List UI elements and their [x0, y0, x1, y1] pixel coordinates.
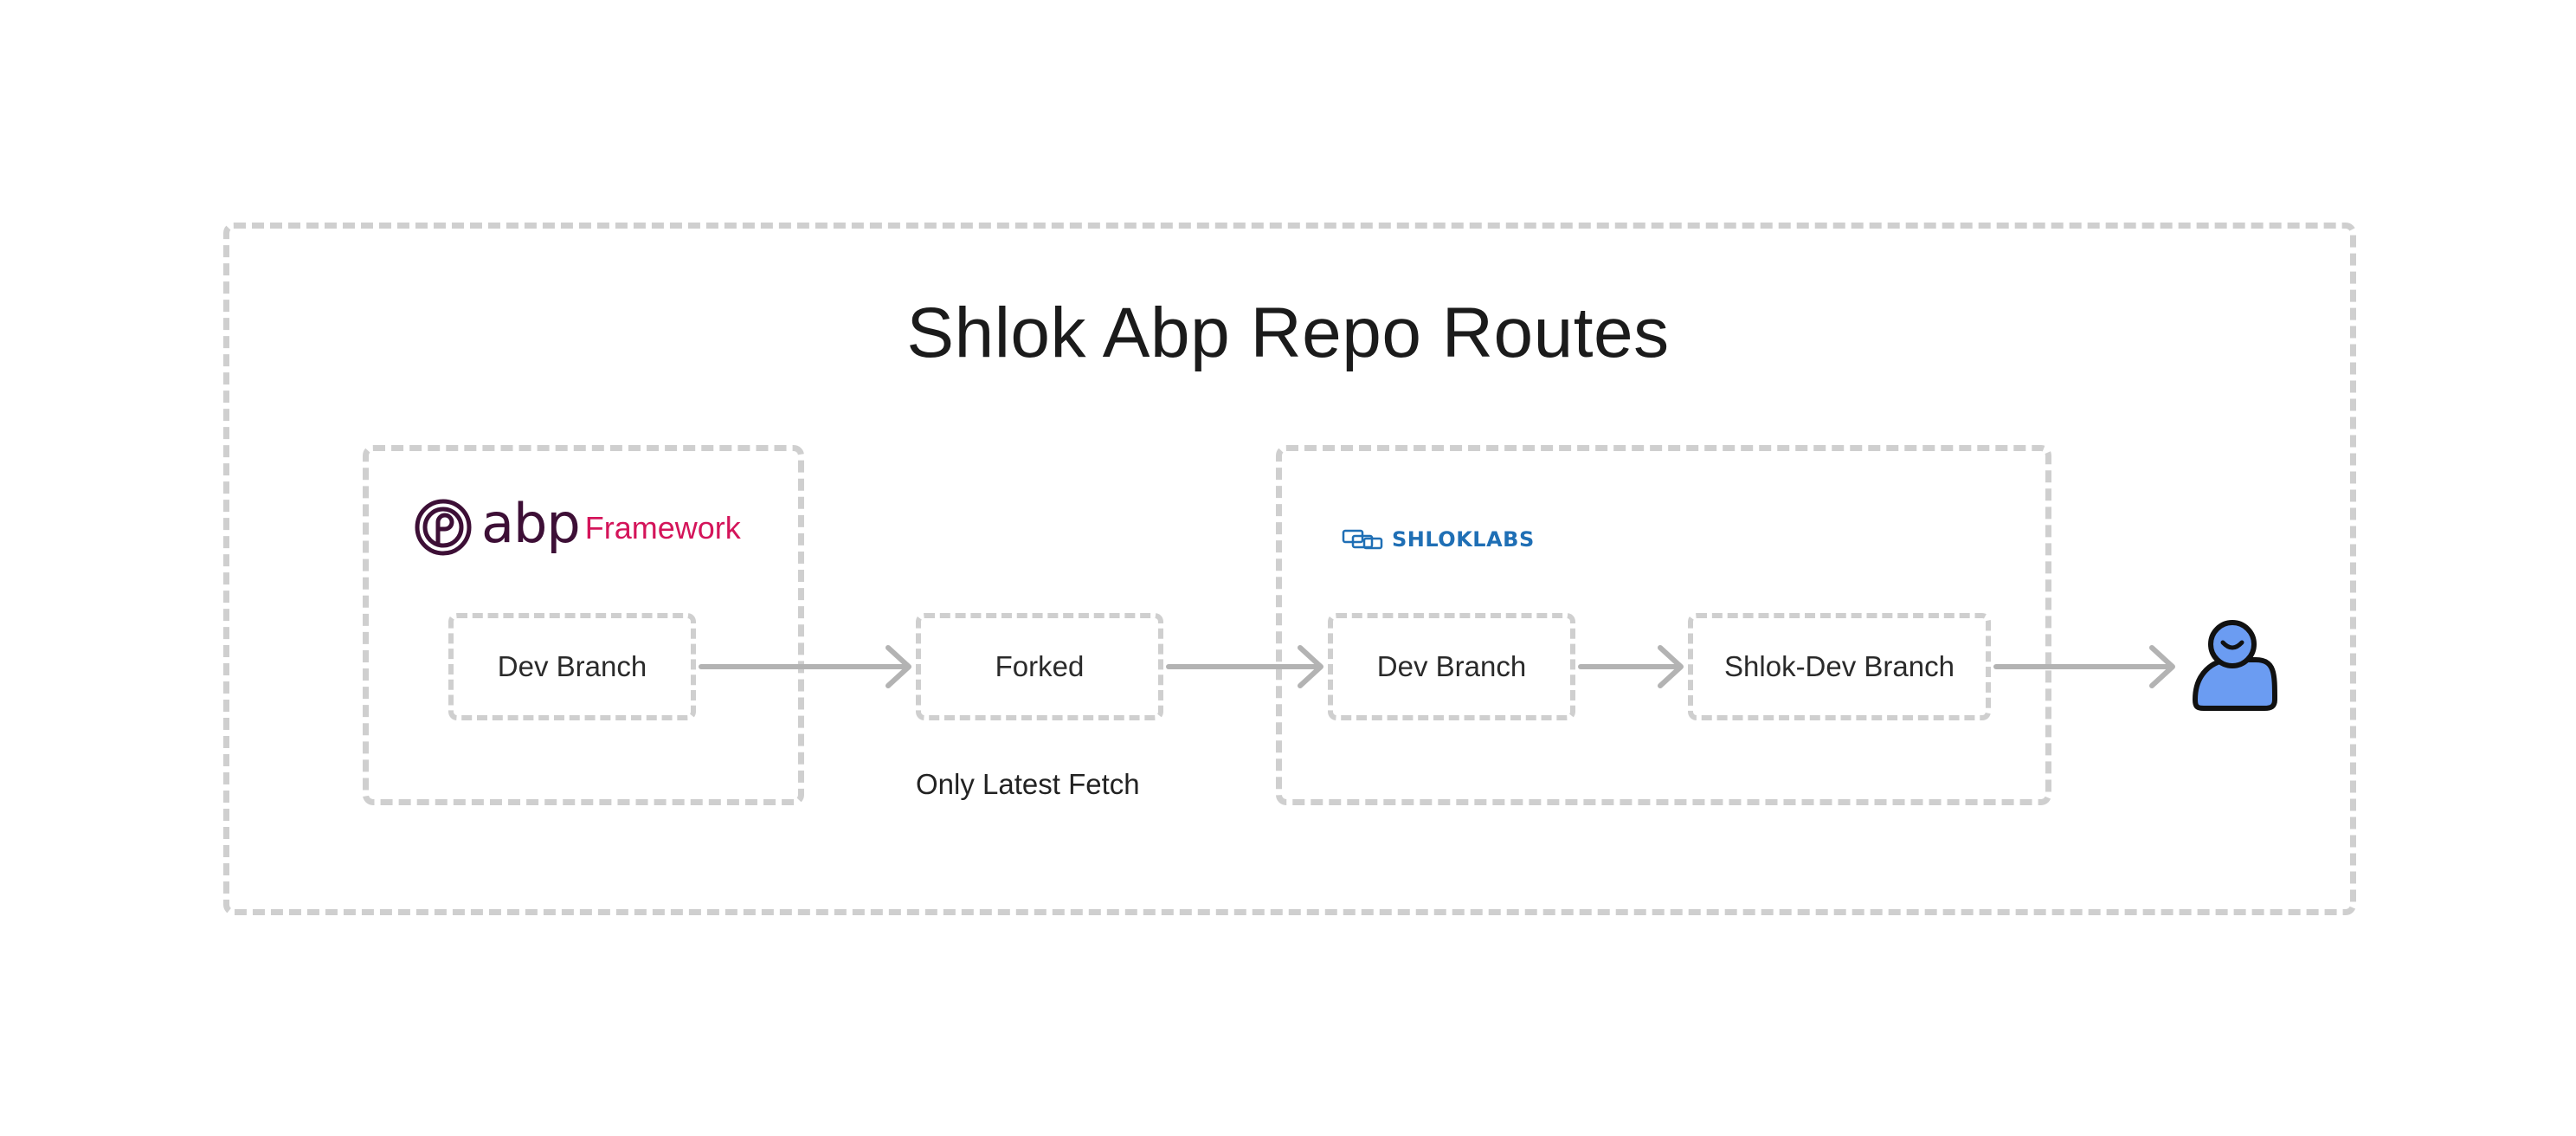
abp-framework-logo: abp Framework [414, 497, 741, 558]
shloklabs-group [1276, 445, 2051, 805]
outer-container [223, 223, 2356, 915]
abp-logo-icon [415, 499, 472, 556]
abp-dev-branch-node: Dev Branch [448, 613, 696, 720]
shloklabs-logo-mark: SHLOKLABS [1392, 527, 1535, 552]
shlok-devbranch-node: Shlok-Dev Branch [1688, 613, 1991, 720]
shloklabs-logo-icon [1342, 529, 1383, 550]
abp-logo-suffix: Framework [584, 510, 741, 545]
abp-logo-mark: abp [481, 492, 581, 555]
shloklabs-logo: SHLOKLABS [1342, 525, 1535, 554]
forked-node: Forked [916, 613, 1163, 720]
abp-group [363, 445, 804, 805]
diagram-title: Shlok Abp Repo Routes [906, 294, 1670, 372]
shlok-dev-branch-node: Dev Branch [1328, 613, 1575, 720]
forked-caption: Only Latest Fetch [916, 768, 1140, 800]
